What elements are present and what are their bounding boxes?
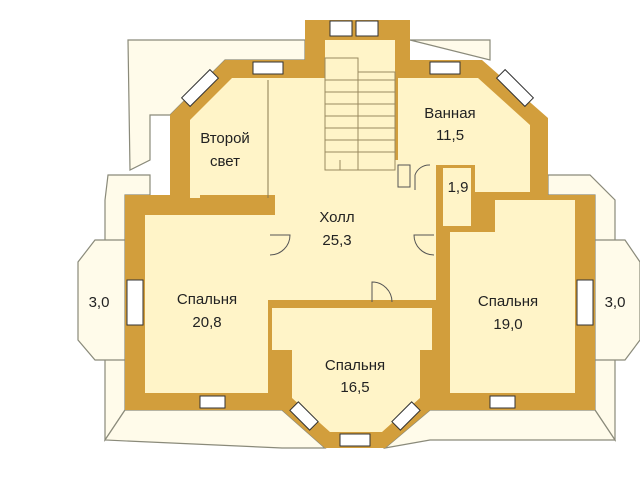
hall-bedroom-wall <box>268 300 436 307</box>
window <box>576 279 594 326</box>
door-bedroom-bottom <box>371 281 393 303</box>
door-bedroom-left <box>269 234 291 256</box>
doors[interactable] <box>269 164 435 303</box>
window <box>199 395 226 409</box>
window <box>355 20 379 37</box>
room-area-wc: 1,9 <box>448 179 469 196</box>
window <box>429 61 461 75</box>
window <box>489 395 516 409</box>
room-area-bathroom: 11,5 <box>436 127 464 144</box>
terrace-top-right <box>409 39 491 61</box>
room-label-bathroom: Ванная <box>424 105 475 122</box>
window <box>252 61 284 75</box>
bedroom-left-floor <box>145 215 268 393</box>
bedroom-right-floor <box>450 200 575 393</box>
balcony-area-left: 3,0 <box>89 294 110 311</box>
window <box>180 68 220 108</box>
hall-floor <box>190 40 436 300</box>
window <box>495 68 535 108</box>
room-area-bedroom-left: 20,8 <box>192 314 221 331</box>
window <box>126 279 144 326</box>
window <box>289 401 319 431</box>
wc-floor <box>443 168 471 226</box>
staircase[interactable] <box>324 57 396 171</box>
window <box>339 433 371 447</box>
room-label-hall: Холл <box>319 209 354 226</box>
door-bathroom <box>397 164 411 188</box>
terrace-bottom-right <box>382 409 617 449</box>
room-label-second-light-2: свет <box>210 153 240 170</box>
room-area-bedroom-right: 19,0 <box>493 316 522 333</box>
room-label-bedroom-bottom: Спальня <box>325 357 385 374</box>
room-label-bedroom-right: Спальня <box>478 293 538 310</box>
terraces <box>77 39 640 449</box>
inner-wall-left <box>200 195 275 215</box>
balcony-area-right: 3,0 <box>605 294 626 311</box>
room-area-hall: 25,3 <box>322 232 351 249</box>
room-area-bedroom-bottom: 16,5 <box>340 379 369 396</box>
room-label-second-light-1: Второй <box>200 130 250 147</box>
windows <box>126 20 594 447</box>
bathroom-floor <box>398 78 530 192</box>
window <box>329 20 353 37</box>
door-wc <box>414 164 431 190</box>
rooms <box>145 40 575 432</box>
door-bedroom-right <box>413 234 435 256</box>
bedroom-bottom-floor <box>272 308 432 432</box>
window <box>391 401 421 431</box>
room-label-bedroom-left: Спальня <box>177 291 237 308</box>
